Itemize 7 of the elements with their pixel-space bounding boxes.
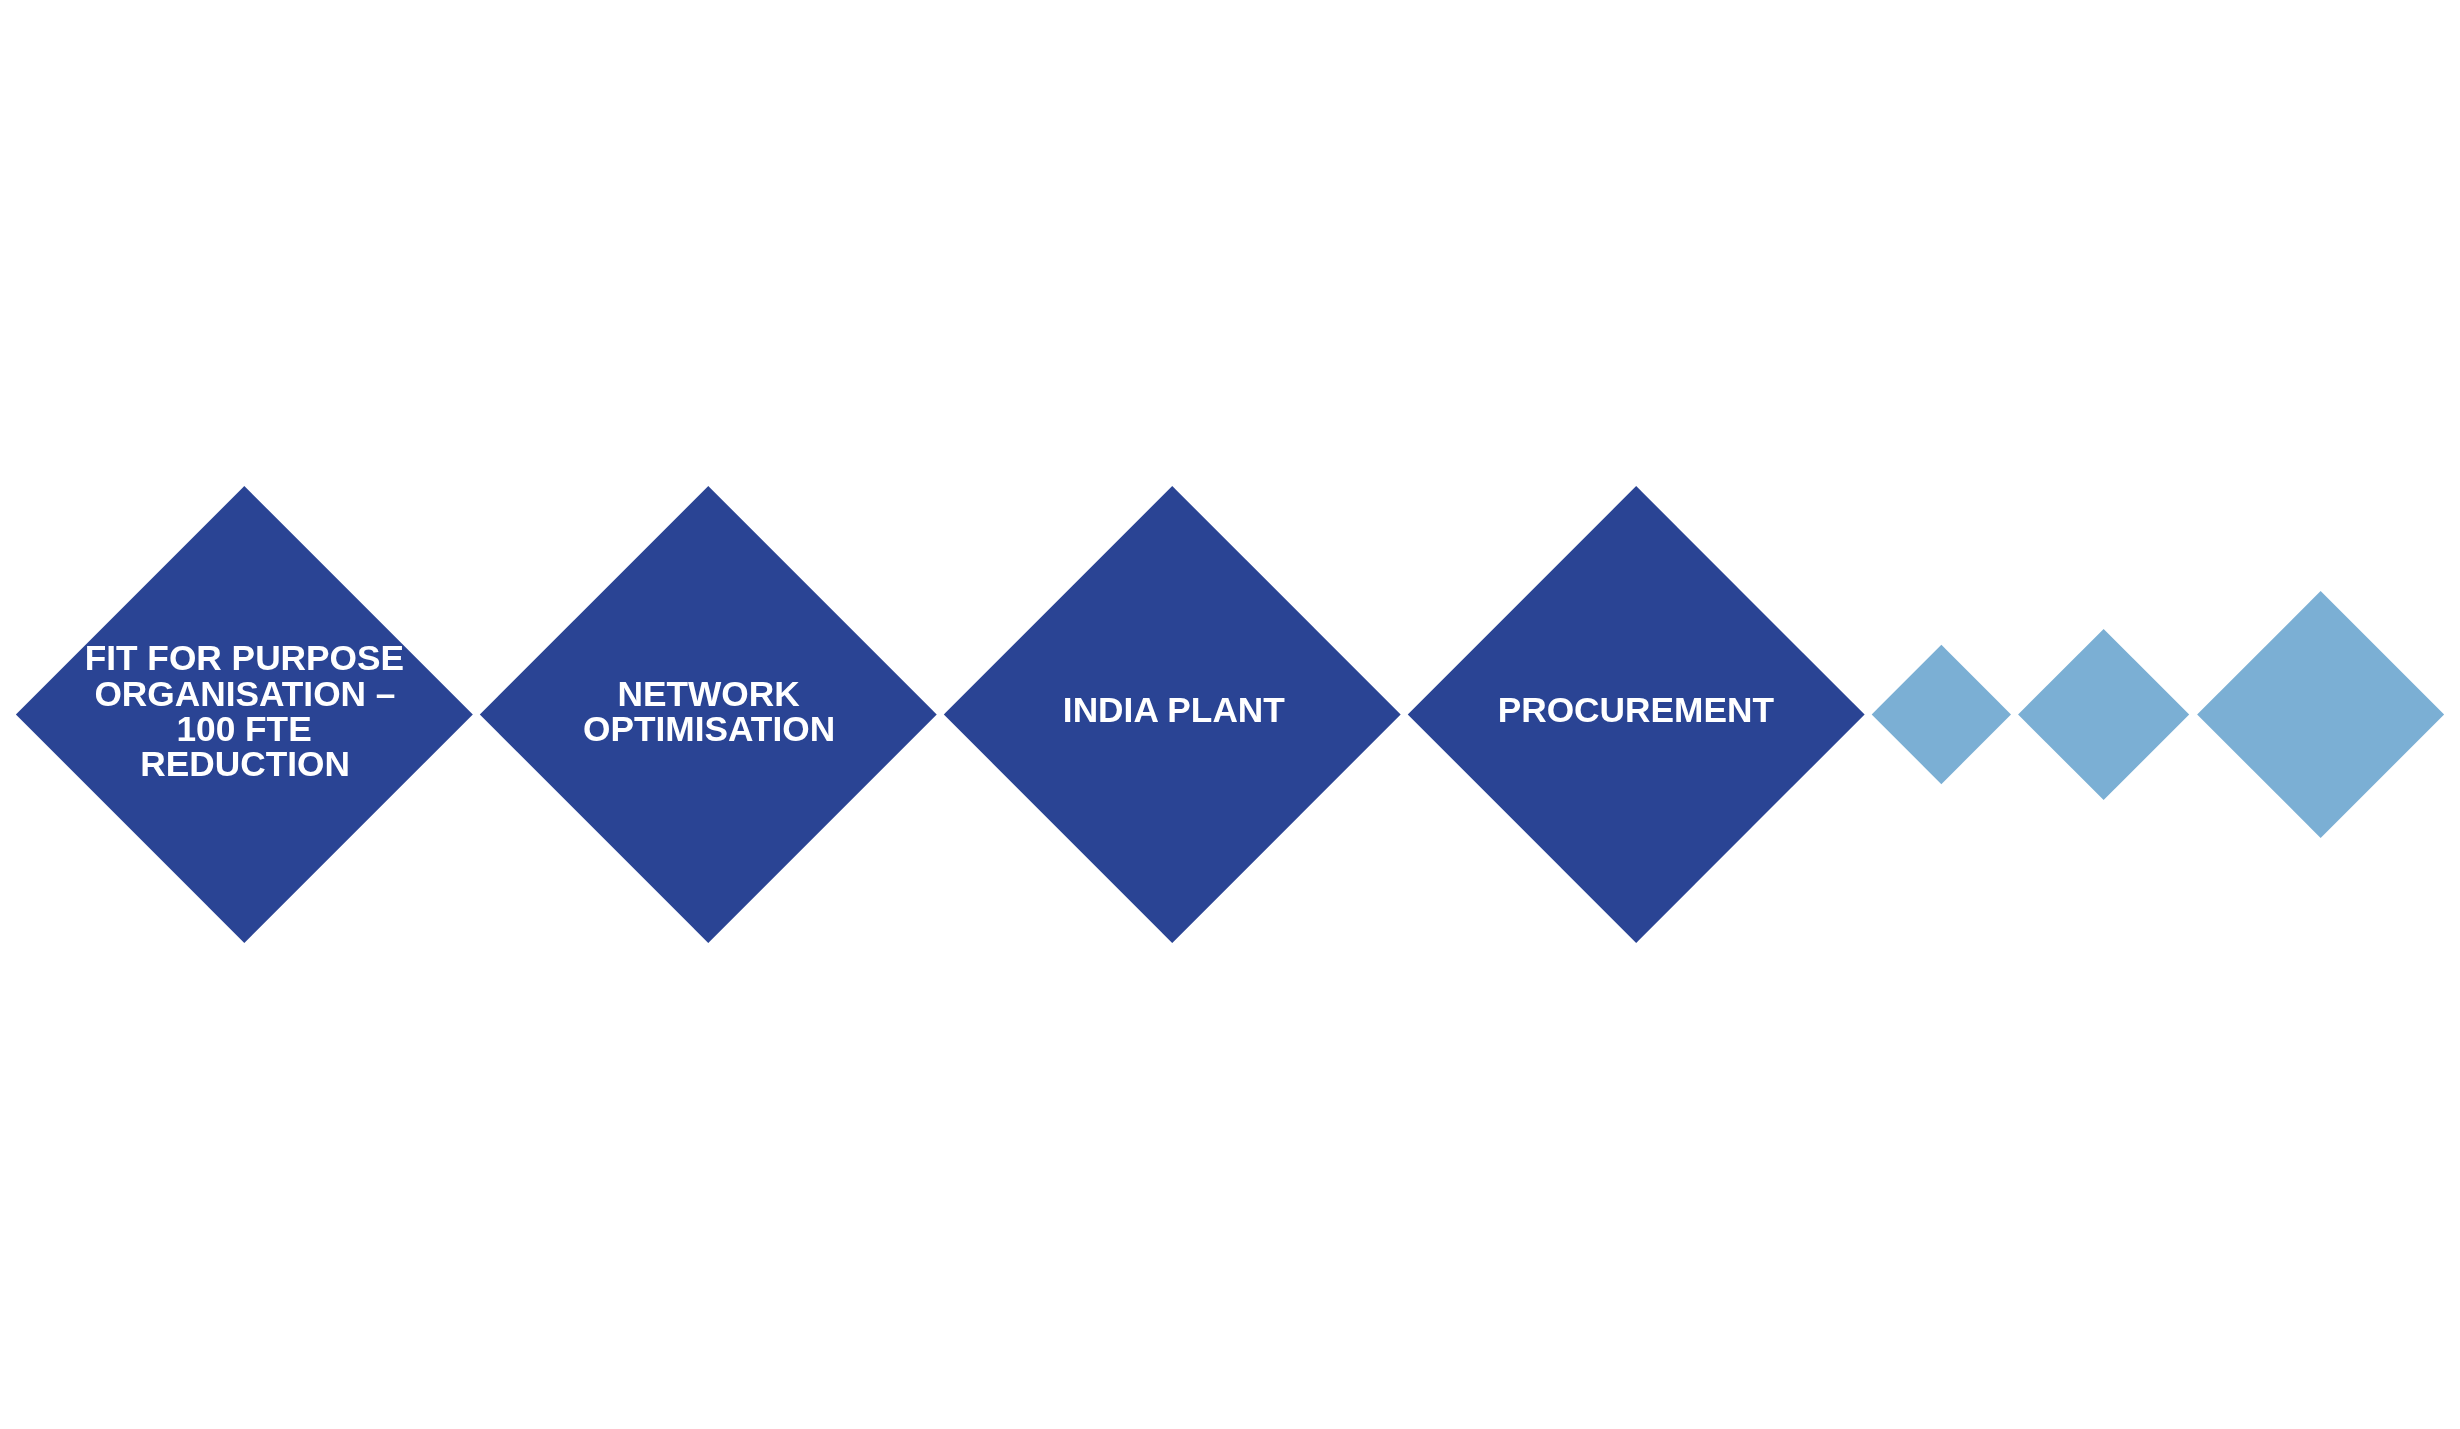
node-diamond — [2197, 591, 2445, 838]
node-diamond — [1871, 644, 2012, 785]
node-diamond: NETWORK OPTIMISATION — [479, 486, 937, 943]
node-diamond — [2018, 628, 2190, 801]
node-diamond: PROCUREMENT — [1407, 486, 1865, 943]
node-diamond: FIT FOR PURPOSE ORGANISATION – 100 FTE REDUCTION — [15, 486, 473, 943]
node-diamond: INDIA PLANT — [943, 486, 1401, 943]
